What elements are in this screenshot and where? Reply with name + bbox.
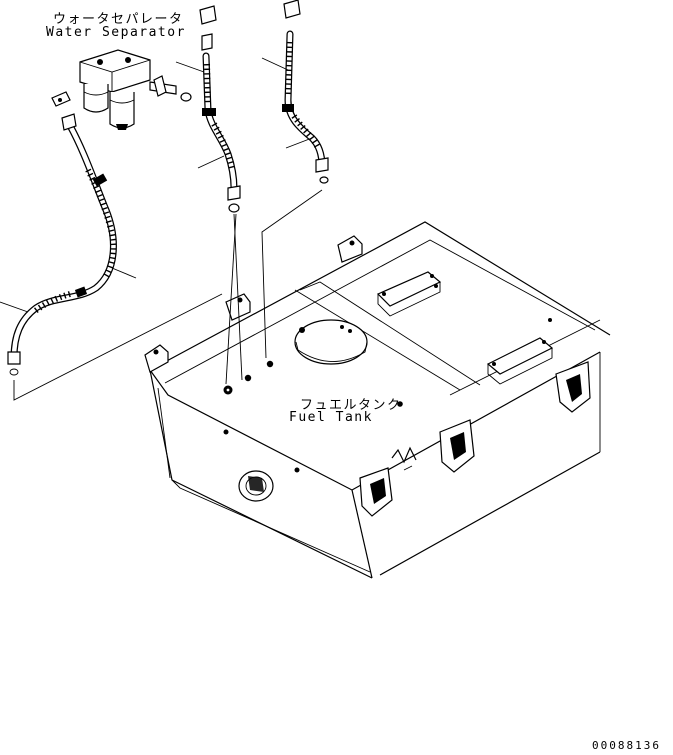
- leader-lines: [0, 57, 323, 401]
- filler-cap: [294, 319, 368, 365]
- drawing-number: 00088136: [592, 739, 661, 752]
- fuel-tank-label-en: Fuel Tank: [289, 410, 373, 425]
- tank-lug: [225, 293, 251, 321]
- water-separator: [51, 49, 192, 130]
- fuel-tank: [144, 221, 611, 579]
- water-separator-label-jp: ウォータセパレータ: [53, 12, 184, 27]
- fuel-port: [244, 374, 252, 382]
- fuel-port: [266, 360, 274, 368]
- hose-return: [282, 0, 329, 184]
- tank-handle: [376, 271, 442, 317]
- hose-middle: [199, 5, 241, 213]
- hose-to-separator-inlet: [7, 113, 117, 376]
- tank-lug: [144, 344, 169, 373]
- mount-bracket: [359, 467, 393, 517]
- tank-lug: [337, 235, 363, 263]
- tank-handle: [486, 337, 554, 385]
- mount-bracket: [555, 361, 591, 413]
- level-gauge: [238, 470, 274, 502]
- fuel-tank-label-jp: フュエルタンク: [300, 398, 402, 413]
- mount-bracket: [439, 419, 475, 473]
- water-separator-label-en: Water Separator: [46, 25, 186, 40]
